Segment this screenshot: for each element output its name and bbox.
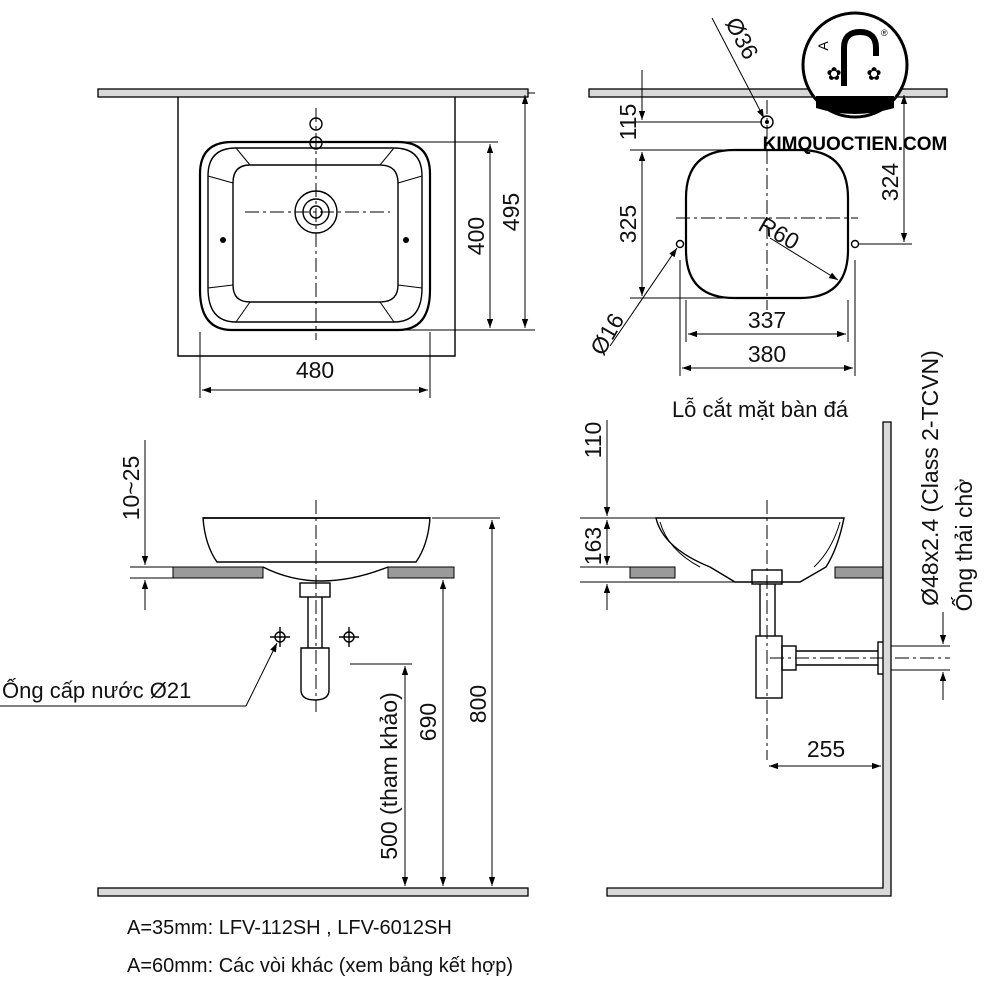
- cutout-faucet-hole-center: [765, 120, 769, 124]
- floor-line-left: [97, 887, 529, 897]
- faucet-icon: [841, 28, 879, 86]
- logo-letter: A: [815, 41, 831, 51]
- dim-offset-255: 255: [807, 736, 845, 762]
- leader-r60: [769, 237, 839, 281]
- basin-inner-rim: [207, 147, 423, 323]
- vanity-outline: [177, 97, 456, 357]
- dim-fixing-d16: Ø16: [585, 309, 629, 360]
- front-basin: [202, 517, 431, 563]
- front-drain-nut: [299, 582, 331, 598]
- logo-flower-icon: ✿: [866, 64, 881, 85]
- dim-width-337: 337: [748, 307, 786, 333]
- dim-reference-500: 500 (tham khảo): [376, 692, 402, 859]
- front-counter-right: [387, 566, 455, 579]
- leader-d36: [711, 17, 765, 119]
- dim-depth-325: 325: [615, 205, 641, 243]
- drain-pipe-spec: Ø48x2.4 (Class 2-TCVN): [917, 350, 943, 606]
- side-counter-right: [834, 566, 888, 579]
- fixing-hole-left: [675, 239, 685, 249]
- side-basin-inner: [659, 521, 841, 568]
- counter-cutout: [684, 148, 850, 300]
- leader-d16: [609, 247, 678, 347]
- fixing-point-right: [403, 237, 409, 243]
- front-view: Ống cấp nước Ø21 10~25 500 (tham khảo) 6…: [0, 440, 529, 897]
- leader-supply: [245, 642, 278, 707]
- logo-circle: [801, 11, 909, 119]
- counter-top-edge-right: [588, 88, 948, 98]
- fixing-hole-right: [850, 239, 860, 249]
- dim-offset-324: 324: [877, 163, 903, 202]
- front-counter-left: [172, 566, 264, 579]
- note-a35: A=35mm: LFV-112SH , LFV-6012SH: [127, 917, 452, 939]
- supply-pipe-label: Ống cấp nước Ø21: [2, 677, 191, 703]
- notes: A=35mm: LFV-112SH , LFV-6012SH A=60mm: C…: [127, 917, 513, 977]
- side-counter-left: [629, 566, 676, 579]
- dim-height-690: 690: [415, 703, 441, 741]
- dim-basin-163: 163: [580, 527, 606, 565]
- side-view: 110 163 Ø48x2.4 (Class 2-TCVN) Ống thải …: [580, 350, 977, 897]
- counter-top-edge: [97, 88, 529, 98]
- dim-hole-d36: Ø36: [720, 13, 763, 64]
- side-trap: [755, 635, 783, 699]
- logo-basin-shape: [816, 96, 894, 114]
- dim-depth-400: 400: [463, 217, 489, 255]
- registered-mark: ®: [881, 28, 888, 38]
- dim-counter-10-25: 10~25: [118, 456, 144, 521]
- wall-and-floor-right: [606, 421, 892, 897]
- dim-depth-495: 495: [498, 193, 524, 231]
- top-view: 480 400 495: [97, 88, 535, 398]
- dim-width-480: 480: [296, 357, 334, 383]
- dim-offset-115: 115: [615, 104, 641, 141]
- dim-width-380: 380: [748, 341, 786, 367]
- brand-logo: ✿ ✿ A ® KIMQUOCTIEN.COM: [763, 11, 948, 155]
- front-trap: [300, 647, 330, 701]
- fixing-point-left: [220, 237, 226, 243]
- dim-rim-110: 110: [580, 422, 606, 459]
- basin-facets: [207, 147, 423, 323]
- front-basin-bottom: [262, 566, 389, 582]
- cutout-caption: Lỗ cắt mặt bàn đá: [672, 397, 849, 422]
- brand-name: KIMQUOCTIEN.COM: [763, 134, 948, 155]
- note-a60: A=60mm: Các vòi khác (xem bảng kết hợp): [127, 955, 513, 977]
- dim-height-800: 800: [465, 685, 491, 723]
- logo-flower-icon: ✿: [826, 64, 841, 85]
- drain-pipe-label: Ống thải chờ: [950, 479, 977, 612]
- basin-outer-rim: [198, 140, 432, 332]
- side-basin: [655, 517, 845, 583]
